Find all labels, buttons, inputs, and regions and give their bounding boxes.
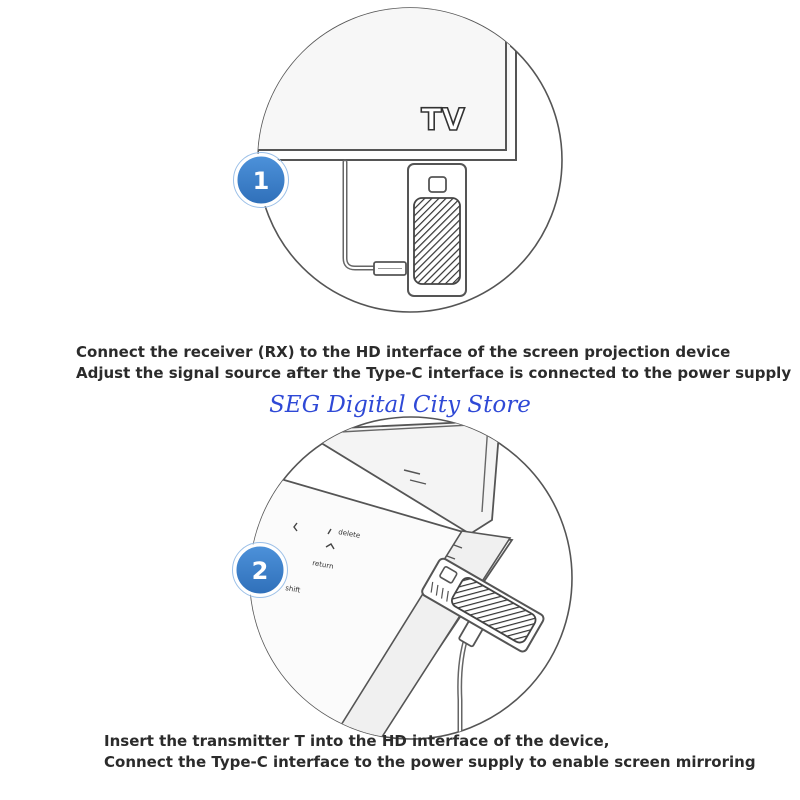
vent-grille — [413, 197, 461, 285]
step2-caption: Insert the transmitter T into the HD int… — [104, 731, 756, 773]
step2-caption-line-2: Connect the Type-C interface to the powe… — [104, 753, 756, 771]
pair-button — [439, 566, 458, 584]
key-shift-label: shift — [285, 584, 302, 595]
step2-badge-number: 2 — [252, 557, 269, 585]
step1-caption: Connect the receiver (RX) to the HD inte… — [76, 342, 791, 384]
receiver-dongle — [407, 163, 467, 297]
pair-button — [428, 176, 447, 193]
transmitter-dongle — [421, 557, 545, 653]
tv-screen — [258, 8, 517, 161]
step2-illustration: delete return shift 2 — [38, 416, 573, 740]
step1-caption-line-1: Connect the receiver (RX) to the HD inte… — [76, 343, 731, 361]
arrow-keys — [293, 522, 335, 550]
step1-badge-number: 1 — [253, 167, 270, 195]
store-watermark: SEG Digital City Store — [269, 392, 531, 418]
step1-badge: 1 — [233, 152, 289, 208]
key-return-label: return — [312, 559, 334, 571]
key-delete-label: delete — [338, 528, 361, 540]
step2-badge: 2 — [232, 542, 288, 598]
step2-caption-line-1: Insert the transmitter T into the HD int… — [104, 732, 610, 750]
tv-label: TV — [421, 103, 465, 138]
vent-grille — [451, 577, 537, 644]
step1-caption-line-2: Adjust the signal source after the Type-… — [76, 364, 792, 382]
keyboard — [38, 488, 248, 602]
step1-illustration: TV 1 — [233, 7, 563, 313]
